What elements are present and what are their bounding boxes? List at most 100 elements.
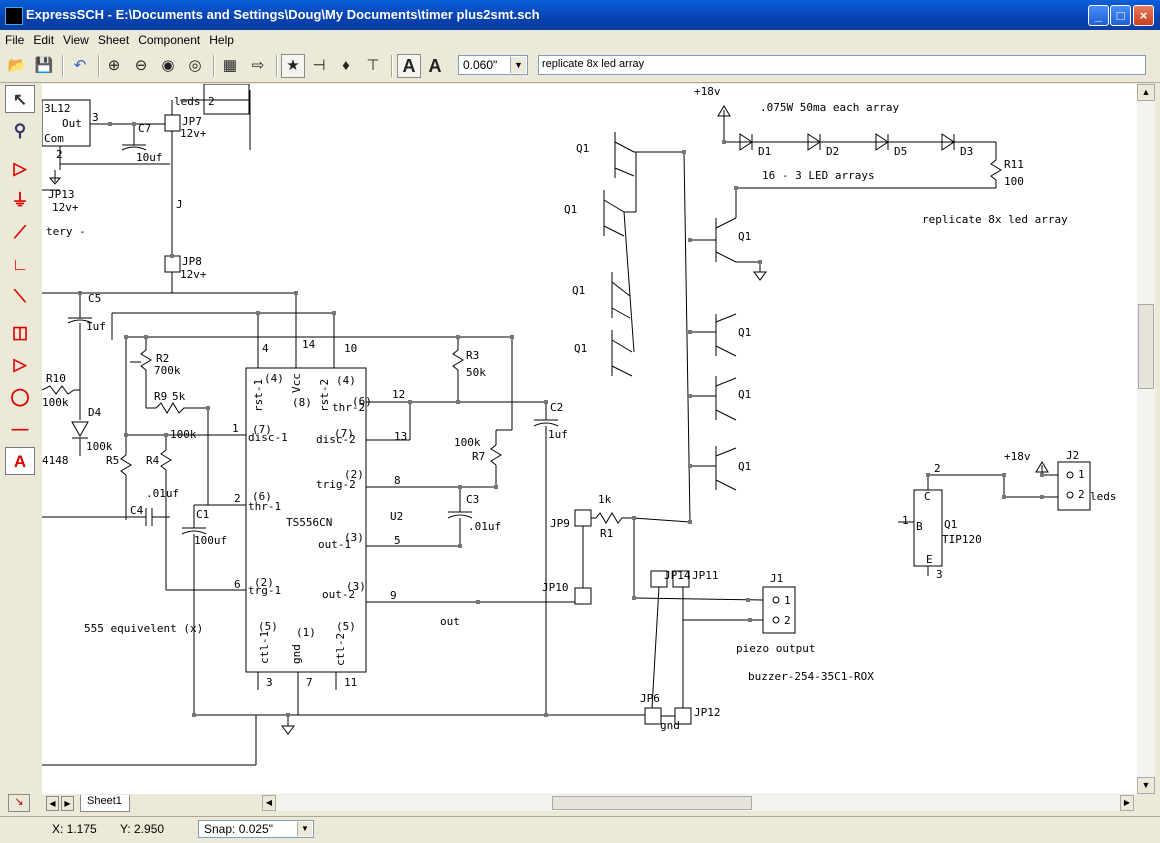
zoom-select-icon[interactable]: ⚲ [13, 121, 27, 140]
schematic-label: D2 [826, 145, 839, 158]
schematic-label: Q1 [738, 460, 751, 473]
schematic-label: 3 [92, 111, 99, 124]
chevron-down-icon[interactable]: ▼ [510, 57, 526, 73]
menu-help[interactable]: Help [209, 33, 234, 47]
text-entry-field[interactable]: replicate 8x led array [538, 55, 1146, 75]
schematic-label: C5 [88, 292, 101, 305]
port-icon[interactable]: ◫ [11, 323, 29, 342]
resize-corner-icon[interactable]: ↘ [8, 794, 30, 812]
scroll-left-icon[interactable]: ◀ [262, 795, 276, 811]
zoom-out-icon[interactable]: ⊖ [134, 57, 148, 74]
schematic-label: +18v [1004, 450, 1031, 463]
y-coordinate: Y: 2.950 [120, 822, 165, 836]
horizontal-scrollbar[interactable]: ◀ ▶ [262, 795, 1134, 811]
schematic-label: C1 [196, 508, 209, 521]
pin-icon[interactable]: ⊤ [366, 57, 380, 74]
tab-prev-icon[interactable]: ◀ [46, 796, 59, 811]
schematic-label: 1k [598, 493, 612, 506]
chevron-down-icon[interactable]: ▼ [297, 822, 312, 836]
netlist-icon[interactable]: ⇨ [251, 57, 265, 74]
schematic-label: 13 [394, 430, 407, 443]
schematic-label: 12v+ [52, 201, 79, 214]
schematic-label: 700k [154, 364, 181, 377]
schematic-label: Vcc [290, 373, 303, 393]
tab-next-icon[interactable]: ▶ [61, 796, 74, 811]
open-folder-icon[interactable]: 📂 [7, 57, 27, 74]
schematic-label: D4 [88, 406, 102, 419]
undo-icon[interactable]: ↶ [73, 57, 87, 74]
close-button[interactable]: × [1133, 5, 1154, 26]
text-icon[interactable]: A [5, 447, 35, 475]
pointer-icon[interactable]: ↖ [5, 85, 35, 113]
vertical-scrollbar[interactable]: ▲ ▼ [1137, 84, 1155, 794]
wire-icon[interactable]: ⟋ [14, 223, 26, 242]
horizontal-scroll-thumb[interactable] [552, 796, 752, 810]
sheet-tab-bar: ↘ ◀ ▶ Sheet1 ◀ ▶ [0, 794, 1160, 816]
menu-file[interactable]: File [5, 33, 25, 47]
properties-icon[interactable]: ▦ [222, 57, 238, 74]
schematic-label: D1 [758, 145, 771, 158]
schematic-label: TIP120 [942, 533, 982, 546]
schematic-label: 100uf [194, 534, 227, 547]
schematic-label: Q1 [738, 230, 751, 243]
zoom-area-icon[interactable]: ◉ [161, 57, 175, 74]
schematic-label: JP8 [182, 255, 202, 268]
circle-icon[interactable]: ◯ [10, 387, 30, 406]
schematic-label: trg-1 [248, 584, 281, 597]
schematic-label: (5) [258, 620, 278, 633]
tab-sheet1[interactable]: Sheet1 [80, 795, 130, 812]
connector-icon[interactable]: — [11, 419, 29, 438]
toolbar-separator [213, 55, 215, 77]
ground-icon[interactable]: ⏚ [11, 191, 29, 210]
schematic-label: R10 [46, 372, 66, 385]
schematic-label: trig-2 [316, 478, 356, 491]
schematic-canvas[interactable]: 3L12 Out Com 3 2 C7 10uf JP7 12v+ JP13 1… [42, 84, 1137, 794]
schematic-label: R4 [146, 454, 160, 467]
schematic-label: +18v [694, 85, 721, 98]
schematic-label: 100k [86, 440, 113, 453]
schematic-label: Q1 [944, 518, 957, 531]
snap-select[interactable]: Snap: 0.025"▼ [198, 820, 314, 838]
maximize-button[interactable]: □ [1110, 5, 1131, 26]
title-bar: ExpressSCH - E:\Documents and Settings\D… [0, 0, 1160, 30]
schematic-label: out-1 [318, 538, 351, 551]
select-person-icon[interactable]: ★ [281, 54, 305, 78]
schematic-label: C2 [550, 401, 563, 414]
zoom-in-icon[interactable]: ⊕ [107, 57, 121, 74]
menu-edit[interactable]: Edit [33, 33, 55, 47]
schematic-label: rst-2 [318, 379, 331, 412]
minimize-button[interactable]: _ [1088, 5, 1109, 26]
schematic-label: J2 [1066, 449, 1079, 462]
schematic-label: 11 [344, 676, 357, 689]
triangle-icon[interactable]: ▷ [13, 355, 27, 374]
menu-component[interactable]: Component [138, 33, 201, 47]
schematic-label: 12v+ [180, 127, 207, 140]
schematic-label: (5) [336, 620, 356, 633]
grid-size-select[interactable]: 0.060"▼ [458, 55, 528, 75]
schematic-label: .075W 50ma each array [760, 101, 899, 114]
scroll-right-icon[interactable]: ▶ [1120, 795, 1134, 811]
text-a-outline-icon[interactable]: A [397, 54, 421, 78]
schematic-label: (2) [344, 468, 364, 481]
schematic-label: (7) [334, 427, 354, 440]
line-icon[interactable]: ⟍ [14, 287, 26, 306]
component-icon[interactable]: ▷ [13, 159, 27, 178]
save-icon[interactable]: 💾 [34, 57, 54, 74]
schematic-label: 100 [1004, 175, 1024, 188]
scroll-down-icon[interactable]: ▼ [1137, 777, 1155, 794]
schematic-label: JP13 [48, 188, 75, 201]
schematic-label: JP10 [542, 581, 569, 594]
scroll-up-icon[interactable]: ▲ [1137, 84, 1155, 101]
text-a-icon[interactable]: A [428, 56, 442, 76]
probe-icon[interactable]: ⊣ [312, 57, 326, 74]
schematic-label: J1 [770, 572, 783, 585]
bus-icon[interactable]: ∟ [11, 255, 29, 274]
zoom-fit-icon[interactable]: ◎ [188, 57, 202, 74]
menu-sheet[interactable]: Sheet [97, 33, 130, 47]
menu-view[interactable]: View [63, 33, 89, 47]
schematic-label: (8) [292, 396, 312, 409]
vertical-scroll-thumb[interactable] [1138, 304, 1154, 389]
schematic-label: R5 [106, 454, 119, 467]
part-icon[interactable]: ♦ [342, 57, 350, 74]
schematic-label: C4 [130, 504, 144, 517]
